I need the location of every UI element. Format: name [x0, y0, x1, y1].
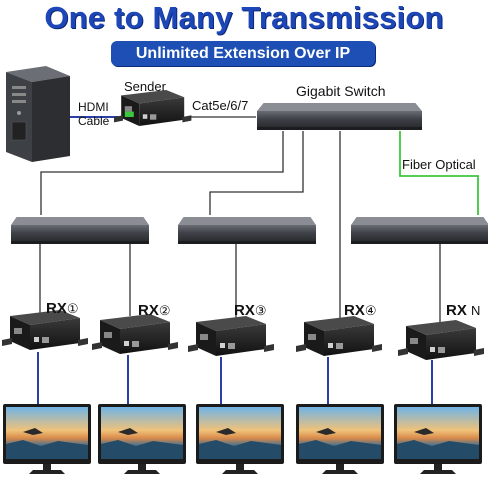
rx-label-2: RX② — [138, 302, 171, 319]
receiver-4 — [296, 316, 382, 356]
sender-label: Sender — [124, 79, 166, 94]
switch-right — [351, 217, 488, 244]
monitor-2 — [98, 404, 186, 474]
cat-label: Cat5e/6/7 — [192, 98, 249, 113]
monitor-4 — [296, 404, 384, 474]
receiver-2 — [92, 314, 178, 354]
monitor-links — [37, 352, 433, 404]
gigabit-switch-label: Gigabit Switch — [296, 83, 386, 99]
receiver-n — [398, 320, 484, 360]
monitor-n — [394, 404, 482, 474]
gigabit-switch — [257, 103, 422, 130]
rx-label-1: RX① — [46, 300, 79, 317]
fiber-optical-label: Fiber Optical — [402, 157, 476, 172]
monitor-1 — [3, 404, 91, 474]
receiver-3 — [188, 316, 274, 356]
receiver-links — [39, 244, 441, 324]
subtitle-banner: Unlimited Extension Over IP — [111, 41, 375, 66]
rx-label-3: RX③ — [234, 302, 267, 319]
switch-middle — [178, 217, 316, 244]
trunk-links — [40, 131, 341, 330]
rx-label-4: RX④ — [344, 302, 377, 319]
hdmi-cable-label: HDMI Cable — [78, 100, 110, 128]
fiber-link — [399, 131, 479, 215]
rx-label-n: RX N — [446, 302, 481, 319]
monitor-3 — [196, 404, 284, 474]
sender-device — [114, 90, 192, 126]
computer-tower — [6, 66, 70, 162]
switch-left — [11, 217, 149, 244]
page-title: One to Many Transmission — [44, 0, 444, 35]
